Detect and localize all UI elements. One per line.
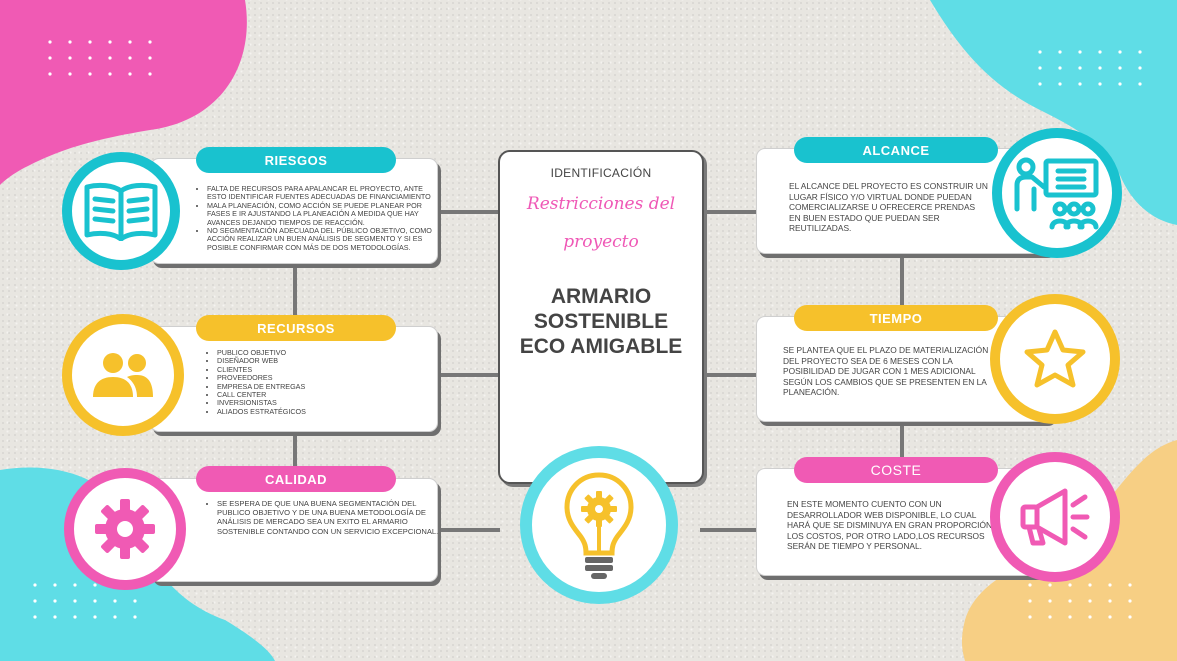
users-icon bbox=[93, 353, 153, 397]
tiempo-text: SE PLANTEA QUE EL PLAZO DE MATERIALIZACI… bbox=[783, 345, 989, 398]
tiempo-icon-circle bbox=[990, 294, 1120, 424]
connector-left-vertical-1 bbox=[293, 262, 297, 324]
list-item: PUBLICO OBJETIVO bbox=[217, 348, 437, 357]
calidad-card: SE ESPERA DE QUE UNA BUENA SEGMENTACIÓN … bbox=[150, 478, 438, 582]
recursos-title: RECURSOS bbox=[196, 315, 396, 341]
riesgos-icon-circle bbox=[62, 152, 180, 270]
coste-text: EN ESTE MOMENTO CUENTO CON UN DESARROLLA… bbox=[787, 499, 993, 552]
list-item: INVERSIONISTAS bbox=[217, 399, 437, 408]
calidad-title: CALIDAD bbox=[196, 466, 396, 492]
connector-riesgos bbox=[436, 210, 500, 214]
center-card: IDENTIFICACIÓN Restricciones del proyect… bbox=[498, 150, 704, 484]
center-subtitle-line1: Restricciones del bbox=[526, 194, 676, 214]
list-item: MALA PLANEACIÓN, COMO ACCIÓN SE PUEDE PL… bbox=[207, 201, 437, 227]
connector-left-vertical-2 bbox=[293, 430, 297, 478]
megaphone-icon bbox=[1020, 488, 1090, 546]
list-item: PROVEEDORES bbox=[217, 373, 437, 382]
connector-tiempo bbox=[700, 373, 756, 377]
recursos-list: PUBLICO OBJETIVO DISEÑADOR WEB CLIENTES … bbox=[205, 348, 437, 416]
star-icon bbox=[1024, 329, 1086, 388]
tiempo-title: TIEMPO bbox=[794, 305, 998, 331]
recursos-card: PUBLICO OBJETIVO DISEÑADOR WEB CLIENTES … bbox=[150, 326, 438, 432]
dots-bottom-left bbox=[33, 583, 137, 619]
connector-recursos bbox=[436, 373, 500, 377]
calidad-icon-circle bbox=[64, 468, 186, 590]
list-item: NO SEGMENTACIÓN ADECUADA DEL PÚBLICO OBJ… bbox=[207, 226, 437, 252]
list-item: CALL CENTER bbox=[217, 390, 437, 399]
center-label: IDENTIFICACIÓN bbox=[550, 166, 652, 180]
center-subtitle-line2: proyecto bbox=[563, 232, 639, 252]
center-title-line3: ECO AMIGABLE bbox=[519, 335, 683, 358]
dots-top-right bbox=[1038, 50, 1142, 86]
alcance-text: EL ALCANCE DEL PROYECTO ES CONSTRUIR UN … bbox=[789, 181, 988, 234]
coste-icon-circle bbox=[990, 452, 1120, 582]
connector-right-vertical-2 bbox=[900, 420, 904, 468]
list-item: EMPRESA DE ENTREGAS bbox=[217, 382, 437, 391]
center-title-line1: ARMARIO bbox=[550, 285, 652, 308]
list-item: DISEÑADOR WEB bbox=[217, 356, 437, 365]
connector-right-vertical-1 bbox=[900, 252, 904, 314]
alcance-icon-circle bbox=[992, 128, 1122, 258]
center-title-line2: SOSTENIBLE bbox=[533, 310, 669, 333]
calidad-list: SE ESPERA DE QUE UNA BUENA SEGMENTACIÓN … bbox=[205, 499, 439, 536]
recursos-icon-circle bbox=[62, 314, 184, 436]
connector-coste bbox=[700, 528, 756, 532]
list-item: FALTA DE RECURSOS PARA APALANCAR EL PROY… bbox=[207, 184, 437, 202]
connector-calidad bbox=[436, 528, 500, 532]
gear-icon bbox=[95, 499, 155, 559]
riesgos-card: FALTA DE RECURSOS PARA APALANCAR EL PROY… bbox=[150, 158, 438, 264]
open-book-icon bbox=[84, 182, 158, 241]
alcance-title: ALCANCE bbox=[794, 137, 998, 163]
dots-bottom-right bbox=[1028, 583, 1132, 619]
cyan-blob-top-right bbox=[930, 0, 1177, 225]
dots-top-left bbox=[48, 40, 152, 76]
presentation-icon bbox=[1014, 157, 1099, 230]
lightbulb-gear-icon bbox=[564, 472, 634, 579]
riesgos-list: FALTA DE RECURSOS PARA APALANCAR EL PROY… bbox=[195, 184, 437, 252]
pink-blob-top-left bbox=[0, 0, 247, 185]
center-icon-circle bbox=[520, 446, 678, 604]
coste-title: COSTE bbox=[794, 457, 998, 483]
connector-alcance bbox=[700, 210, 756, 214]
list-item: ALIADOS ESTRATÉGICOS bbox=[217, 407, 437, 416]
list-item: SE ESPERA DE QUE UNA BUENA SEGMENTACIÓN … bbox=[217, 499, 439, 536]
list-item: CLIENTES bbox=[217, 365, 437, 374]
riesgos-title: RIESGOS bbox=[196, 147, 396, 173]
